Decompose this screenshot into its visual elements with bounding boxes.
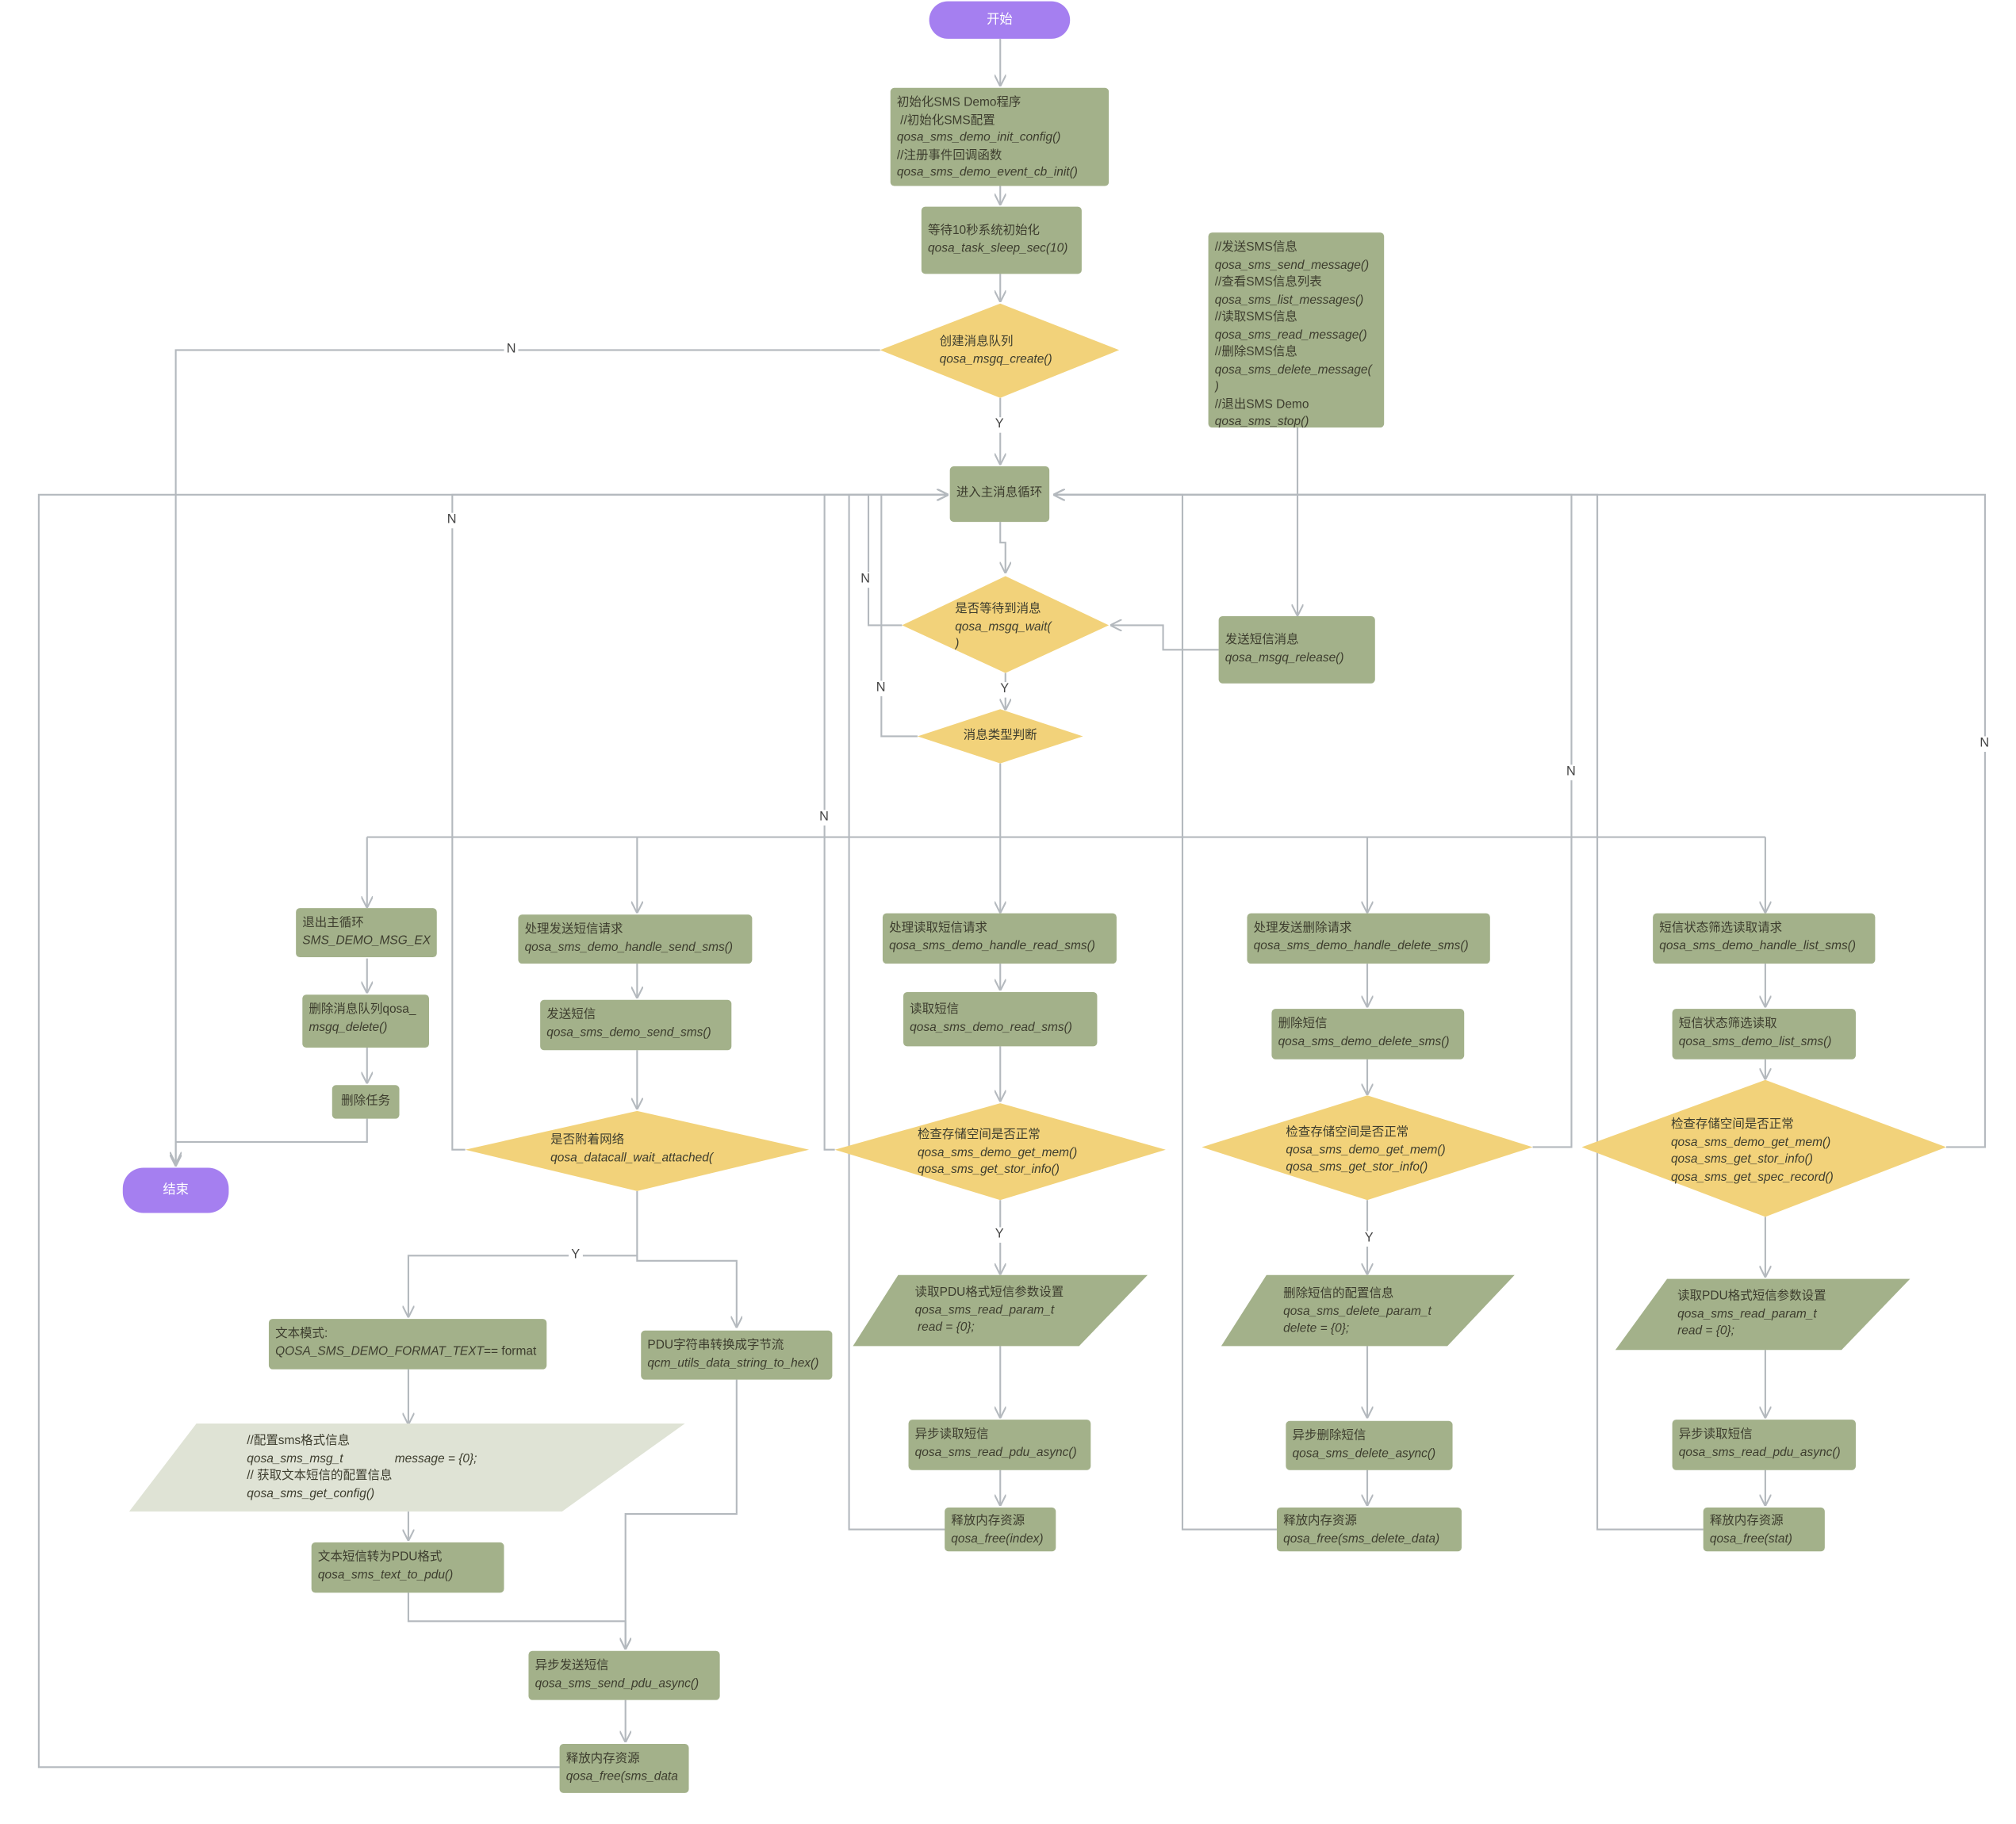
delete-storage-text: 检查存储空间是否正常 qosa_sms_demo_get_mem() qosa_… (1286, 1125, 1446, 1174)
delete-param-shape (1221, 1274, 1515, 1347)
decision-create-queue (880, 303, 1120, 398)
attached-text: 是否附着网络 qosa_datacall_wait_attached( (550, 1132, 714, 1165)
edge-loop-waitmsg (999, 522, 1006, 573)
message-type-text: 消息类型判断 (963, 728, 1037, 743)
label-create-no: N (504, 342, 519, 358)
config-shape (128, 1424, 685, 1512)
delete-task-box: 删除任务 (332, 1085, 400, 1119)
wait-init-box: 等待10秒系统初始化 qosa_task_sleep_sec(10) (921, 206, 1082, 274)
read-async-box: 异步读取短信 qosa_sms_read_pdu_async() (908, 1420, 1091, 1470)
text-mode-box: 文本模式: QOSA_SMS_DEMO_FORMAT_TEXT== format (268, 1319, 547, 1370)
decision-read-storage (834, 1103, 1166, 1201)
label-create-yes: Y (992, 417, 1006, 433)
list-sms-box: 短信状态筛选读取 qosa_sms_demo_list_sms() (1672, 1009, 1856, 1060)
read-param-text: 读取PDU格式短信参数设置 qosa_sms_read_param_t read… (914, 1285, 1064, 1335)
delete-handle-box: 处理发送删除请求 qosa_sms_demo_handle_delete_sms… (1247, 913, 1490, 964)
command-list-box: //发送SMS信息 qosa_sms_send_message() //查看SM… (1208, 232, 1385, 428)
list-async-box: 异步读取短信 qosa_sms_read_pdu_async() (1672, 1420, 1856, 1470)
edge-create-end-n (176, 349, 880, 1163)
exit-loop-box: 退出主循环 SMS_DEMO_MSG_EXIT (296, 908, 437, 958)
label-readcheck-yes: Y (992, 1227, 1006, 1243)
delete-param-text: 删除短信的配置信息 qosa_sms_delete_param_t delete… (1283, 1286, 1432, 1336)
label-listcheck-no: N (1977, 736, 1992, 753)
edge-readcheck-no (823, 495, 948, 1151)
label-attached-yes: Y (568, 1247, 583, 1264)
edge-free-loop (37, 495, 948, 1768)
send-sms-box: 发送短信 qosa_sms_demo_send_sms() (540, 999, 732, 1051)
main-loop-box: 进入主消息循环 (949, 466, 1050, 523)
decision-list-storage (1581, 1079, 1947, 1217)
edge-readfree-loop (848, 495, 948, 1531)
read-storage-text: 检查存储空间是否正常 qosa_sms_demo_get_mem() qosa_… (917, 1128, 1078, 1177)
edge-listfree-loop (1055, 495, 1704, 1531)
read-handle-box: 处理读取短信请求 qosa_sms_demo_handle_read_sms() (882, 913, 1117, 964)
send-free-box: 释放内存资源 qosa_free(sms_data (559, 1744, 689, 1793)
edge-deltask-end (176, 1118, 368, 1166)
label-delcheck-yes: Y (1362, 1231, 1376, 1247)
to-pdu-box: 文本短信转为PDU格式 qosa_sms_text_to_pdu() (311, 1542, 504, 1593)
string-to-hex-box: PDU字符串转换成字节流 qcm_utils_data_string_to_he… (641, 1330, 833, 1380)
read-param-shape (853, 1274, 1148, 1347)
label-waitmsg-yes: Y (997, 682, 1012, 698)
edge-attached-no (451, 495, 947, 1151)
read-free-box: 释放内存资源 qosa_free(index) (945, 1507, 1056, 1552)
list-storage-text: 检查存储空间是否正常 qosa_sms_demo_get_mem() qosa_… (1670, 1117, 1834, 1184)
edge-waitmsg-no (867, 495, 947, 627)
list-free-box: 释放内存资源 qosa_free(stat) (1703, 1507, 1825, 1552)
create-queue-text: 创建消息队列 qosa_msgq_create() (939, 334, 1052, 366)
edge-attached-yes (408, 1190, 638, 1316)
label-delcheck-no: N (1563, 764, 1579, 780)
list-param-shape (1615, 1278, 1911, 1351)
decision-delete-storage (1202, 1095, 1533, 1201)
start-terminal: 开始 (929, 1, 1071, 39)
send-handle-box: 处理发送短信请求 qosa_sms_demo_handle_send_sms() (518, 914, 753, 964)
delete-sms-box: 删除短信 qosa_sms_demo_delete_sms() (1271, 1009, 1465, 1060)
label-waitmsg-no: N (857, 572, 873, 588)
decision-wait-message (902, 576, 1110, 673)
label-type-no: N (873, 680, 888, 696)
decision-message-type (917, 709, 1083, 764)
wait-message-text: 是否等待到消息 qosa_msgq_wait( ) (955, 602, 1052, 651)
read-sms-box: 读取短信 qosa_sms_demo_read_sms() (903, 991, 1098, 1047)
send-async-box: 异步发送短信 qosa_sms_send_pdu_async() (528, 1650, 720, 1700)
edge-hex-async (626, 1379, 738, 1649)
end-terminal: 结束 (122, 1167, 229, 1213)
edge-topdu-async (407, 1592, 626, 1648)
edge-type-branches (366, 763, 1765, 838)
edge-attached-hex (636, 1255, 736, 1327)
label-attached-no: N (444, 512, 459, 529)
delete-async-box: 异步删除短信 qosa_sms_delete_async() (1286, 1420, 1453, 1470)
release-box: 发送短信消息 qosa_msgq_release() (1218, 615, 1375, 684)
edge-release-waitmsg (1111, 625, 1219, 651)
delete-queue-box: 删除消息队列qosa_ msgq_delete() (302, 994, 429, 1048)
decision-attached (465, 1110, 810, 1191)
list-handle-box: 短信状态筛选读取请求 qosa_sms_demo_handle_list_sms… (1653, 913, 1876, 964)
delete-free-box: 释放内存资源 qosa_free(sms_delete_data) (1276, 1507, 1462, 1552)
list-param-text: 读取PDU格式短信参数设置 qosa_sms_read_param_t read… (1677, 1289, 1826, 1339)
init-box: 初始化SMS Demo程序 //初始化SMS配置 qosa_sms_demo_i… (890, 87, 1110, 186)
label-readcheck-no: N (816, 810, 832, 826)
